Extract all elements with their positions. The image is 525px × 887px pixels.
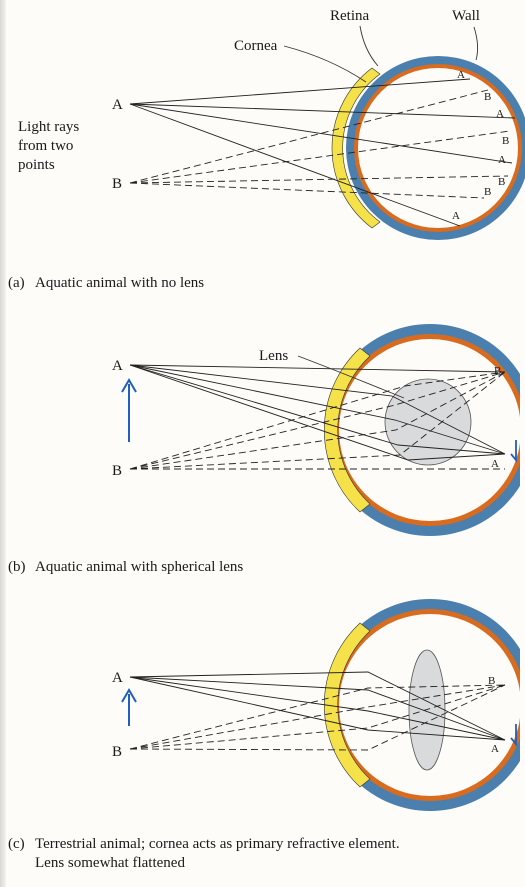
cornea-leader	[283, 45, 367, 83]
rays-from-a-c	[129, 671, 506, 741]
object-arrowhead-b	[121, 378, 137, 393]
retina-mark-a1: A	[457, 69, 465, 81]
retina-mark-b2: B	[502, 135, 509, 147]
flattened-lens	[408, 649, 446, 771]
point-a-label: A	[112, 97, 123, 113]
crop-edge-b	[520, 320, 525, 540]
wall-label: Wall	[452, 8, 480, 24]
retina-mark-a2: A	[496, 108, 504, 120]
rays-from-b	[129, 89, 511, 199]
retina-mark-b-c: B	[488, 675, 495, 687]
rays-from-a-b	[129, 364, 506, 461]
retina-mark-b3: B	[498, 176, 505, 188]
image-arrow-b	[510, 440, 517, 463]
rays-from-b-b	[129, 371, 506, 470]
point-b-label: B	[112, 176, 122, 192]
wall-leader	[473, 26, 479, 61]
light-rays-label-1: Light rays	[18, 119, 79, 135]
retina-mark-b4: B	[484, 186, 491, 198]
retina-mark-a3: A	[498, 154, 506, 166]
caption-b-tag: (b)	[8, 559, 26, 575]
cornea-a	[331, 67, 381, 229]
caption-c-line1: Terrestrial animal; cornea acts as prima…	[35, 836, 400, 852]
point-b-label-c: B	[112, 744, 122, 760]
retina-label: Retina	[330, 8, 369, 24]
panel-c: A B B A (c) Terrestrial animal; cornea a…	[8, 595, 525, 871]
caption-c-line2: Lens somewhat flattened	[35, 855, 185, 871]
rays-from-a	[129, 78, 516, 227]
lens-leader	[297, 355, 405, 399]
light-rays-label-2: from two	[18, 138, 73, 154]
caption-a-tag: (a)	[8, 275, 25, 291]
object-arrowhead-c	[121, 688, 137, 703]
retina-leader	[359, 25, 379, 67]
retina-mark-a-b: A	[491, 458, 499, 470]
lens-label: Lens	[259, 348, 288, 364]
point-a-label-b: A	[112, 358, 123, 374]
rays-from-b-c	[129, 684, 506, 751]
spherical-lens	[384, 378, 472, 466]
retina-mark-a4: A	[452, 210, 460, 222]
panel-a: A B Light rays from two points Retina Wa…	[8, 8, 525, 291]
point-a-label-c: A	[112, 670, 123, 686]
panel-b: A B Lens B A (b) Aquatic animal with sph…	[8, 320, 525, 575]
eye-interior-a	[358, 68, 518, 228]
caption-a: Aquatic animal with no lens	[35, 275, 204, 291]
caption-c-tag: (c)	[8, 836, 25, 852]
cornea-label: Cornea	[234, 38, 278, 54]
page-edge-shadow	[0, 0, 6, 887]
point-b-label-b: B	[112, 463, 122, 479]
caption-b: Aquatic animal with spherical lens	[35, 559, 243, 575]
retina-mark-b1: B	[484, 91, 491, 103]
retina-mark-b-b: B	[494, 365, 501, 377]
cornea-c	[324, 622, 371, 788]
crop-edge-c	[520, 595, 525, 815]
light-rays-label-3: points	[18, 157, 55, 173]
image-arrow-c	[510, 724, 517, 747]
retina-mark-a-c: A	[491, 743, 499, 755]
